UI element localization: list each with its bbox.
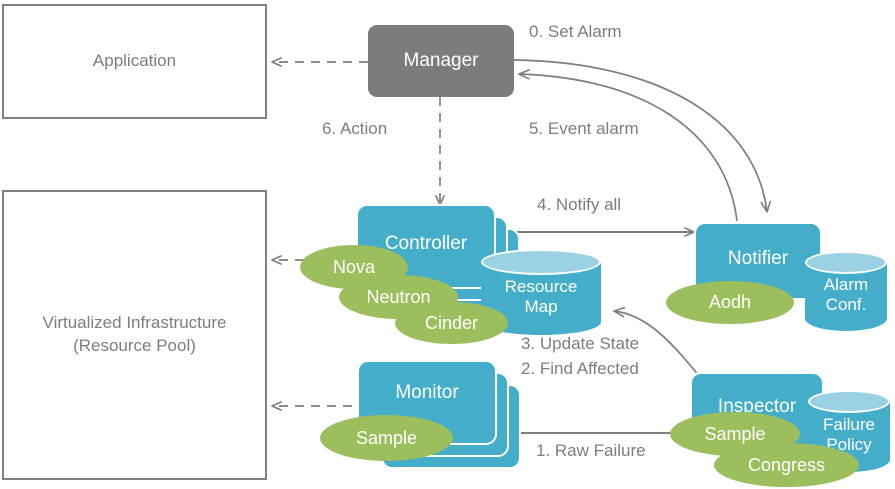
edge-label-find-affected: 2. Find Affected [521,359,639,378]
infrastructure-box[interactable]: Virtualized Infrastructure (Resource Poo… [2,190,267,480]
failure-policy-datastore[interactable]: Failure Policy [808,390,890,474]
tag-aodh-label: Aodh [708,292,752,312]
tag-aodh[interactable]: Aodh [666,281,794,324]
tag-cinder[interactable]: Cinder [395,302,508,344]
edge-label-event-alarm: 5. Event alarm [529,119,639,138]
controller-label: Controller [384,233,468,254]
infrastructure-label: Virtualized Infrastructure (Resource Poo… [42,313,227,355]
application-label: Application [92,51,177,71]
tag-neutron-label: Neutron [366,286,431,307]
tag-nova-label: Nova [332,256,376,277]
manager-box[interactable]: Manager [368,25,514,97]
cylinder-bottom [805,306,887,331]
tag-cinder-label: Cinder [424,312,479,333]
monitor-label: Monitor [395,382,459,403]
tag-sample-inspector-label: Sample [704,423,766,444]
cylinder-top [805,251,887,274]
application-box[interactable]: Application [2,4,267,119]
alarm-conf-datastore[interactable]: Alarm Conf. [805,251,887,331]
edge-label-notify-all: 4. Notify all [537,195,622,214]
edge-label-raw-failure: 1. Raw Failure [536,441,646,460]
tag-congress[interactable]: Congress [714,443,859,487]
tag-congress-label: Congress [747,454,826,475]
tag-sample-monitor[interactable]: Sample [320,415,453,461]
edge-label-set-alarm: 0. Set Alarm [529,22,622,41]
tag-sample-monitor-label: Sample [355,427,418,448]
cylinder-top [808,390,890,413]
resource-map-label: Resource Map [504,277,578,316]
inspector-label: Inspector [717,396,797,417]
manager-label: Manager [403,50,479,71]
notifier-label: Notifier [727,248,789,269]
alarm-conf-label: Alarm Conf. [823,275,869,314]
edge-label-action: 6. Action [322,119,388,138]
edge-label-update-state: 3. Update State [521,334,640,353]
cylinder-top [481,249,601,275]
